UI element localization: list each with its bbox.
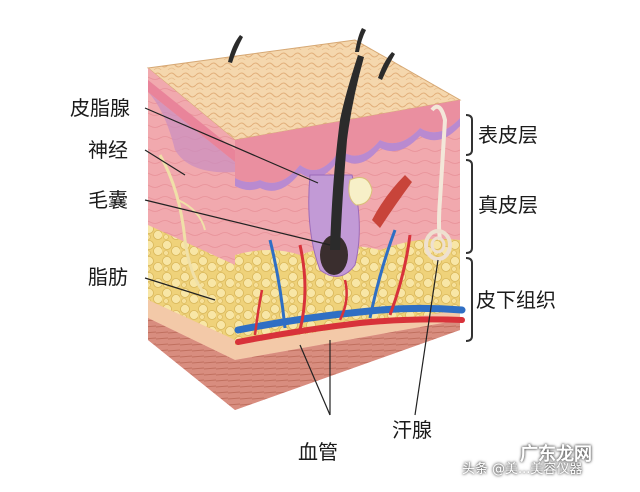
left-muscle-layer [148, 318, 235, 410]
bracket-subcutaneous [465, 257, 473, 342]
arrector-pili-muscle [372, 175, 412, 228]
watermark-partial: @美...美容仪器 [492, 462, 583, 477]
label-hair-follicle: 毛囊 [88, 188, 128, 212]
artery-branch-4 [253, 289, 264, 336]
artery-branch-2 [388, 234, 412, 316]
label-sweat-gland: 汗腺 [392, 418, 432, 442]
right-basal-layer [235, 118, 460, 191]
label-nerve: 神经 [88, 138, 128, 162]
leader-sweat-gland [414, 259, 439, 416]
label-epidermis: 表皮层 [478, 123, 538, 147]
left-epidermis-band [148, 80, 235, 162]
label-blood-vessel: 血管 [298, 440, 338, 464]
right-muscle-layer [235, 320, 460, 410]
leader-blood-vessel-1 [299, 344, 331, 416]
leader-nerve [144, 149, 186, 176]
leader-sebaceous-gland [144, 107, 319, 184]
label-fat: 脂肪 [88, 265, 128, 289]
sebaceous-gland-shape [348, 177, 373, 206]
nerve-fiber [158, 154, 212, 302]
label-dermis: 真皮层 [478, 193, 538, 217]
artery-branch-1 [298, 244, 307, 331]
vein-main [234, 304, 466, 334]
leader-fat [144, 277, 216, 301]
label-sebaceous-gland: 皮脂腺 [70, 96, 130, 120]
sweat-gland-coil [424, 229, 452, 261]
sweat-duct [430, 104, 448, 241]
watermark-brand: 广东龙网 [520, 444, 592, 465]
surface-hair-1 [228, 35, 243, 63]
hair-bulb [320, 235, 348, 275]
left-fat-layer [148, 225, 235, 340]
right-epidermis-band [235, 100, 460, 183]
label-subcutaneous: 皮下组织 [476, 288, 556, 312]
hair-shaft [330, 55, 364, 250]
bracket-dermis [465, 159, 473, 254]
surface-hair-3 [378, 52, 395, 80]
vein-branch-1 [268, 239, 287, 329]
bracket-epidermis [465, 114, 473, 156]
left-fascia [148, 300, 235, 360]
watermark-source: 头条 [462, 462, 489, 477]
vein-branch-2 [368, 229, 397, 319]
artery-branch-3 [338, 279, 348, 321]
leader-hair-follicle [144, 199, 331, 246]
left-basal-layer [148, 92, 235, 173]
surface-hair-2 [355, 28, 366, 52]
